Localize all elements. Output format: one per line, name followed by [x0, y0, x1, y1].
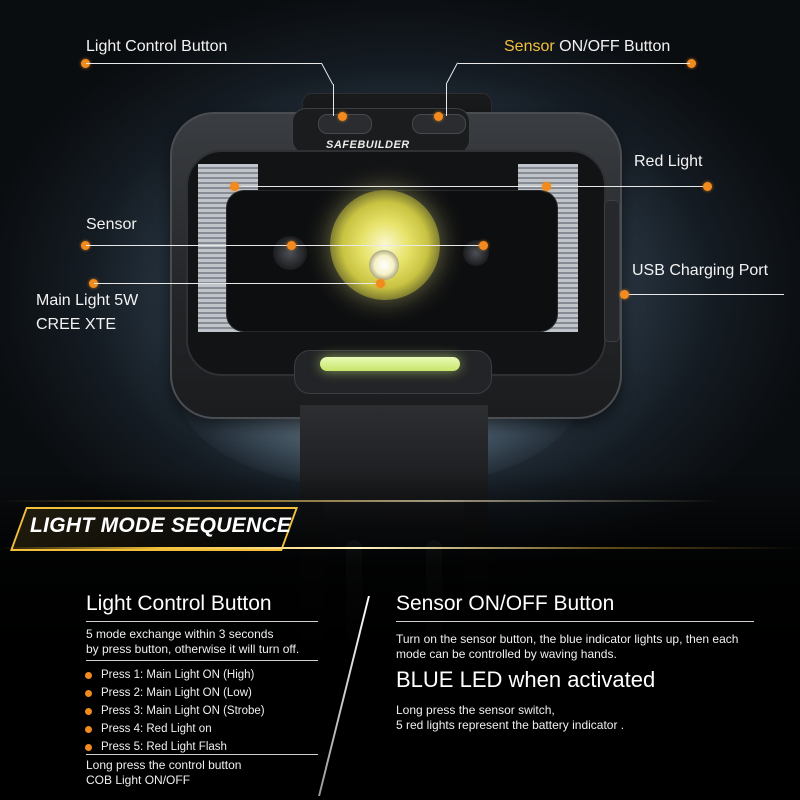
- press-sequence-list: Press 1: Main Light ON (High) Press 2: M…: [84, 666, 265, 756]
- bullet-icon: [85, 726, 92, 733]
- callout-red-light: Red Light: [634, 153, 703, 170]
- left-panel-long-press-line2: COB Light ON/OFF: [86, 773, 191, 787]
- press-label: Press 3: Main Light ON (Strobe): [101, 705, 265, 717]
- callout-dot: [434, 112, 443, 121]
- callout-dot: [687, 59, 696, 68]
- callout-line: [624, 294, 784, 295]
- callout-line: [86, 63, 322, 64]
- list-item: Press 1: Main Light ON (High): [84, 666, 265, 684]
- right-panel-underline: [396, 621, 754, 622]
- callout-dot: [287, 241, 296, 250]
- right-panel-desc-line2: mode can be controlled by waving hands.: [396, 647, 617, 661]
- cree-led: [369, 250, 399, 280]
- press-label: Press 1: Main Light ON (High): [101, 669, 255, 681]
- callout-dot: [542, 182, 551, 191]
- callout-dot: [338, 112, 347, 121]
- callout-highlight: Sensor: [504, 38, 555, 55]
- banner-glow-top: [0, 500, 800, 502]
- callout-line: [94, 283, 378, 284]
- blue-led-heading: BLUE LED when activated: [396, 667, 656, 692]
- callout-line: [458, 63, 690, 64]
- bullet-icon: [85, 690, 92, 697]
- banner-glow-bottom: [0, 547, 800, 549]
- callout-dot: [703, 182, 712, 191]
- callout-line: [333, 84, 334, 116]
- bullet-icon: [85, 708, 92, 715]
- callout-dot: [81, 59, 90, 68]
- press-label: Press 2: Main Light ON (Low): [101, 687, 252, 699]
- callout-dot: [620, 290, 629, 299]
- callout-line: [234, 186, 706, 187]
- left-panel-desc-line2: by press button, otherwise it will turn …: [86, 642, 300, 656]
- press-label: Press 4: Red Light on: [101, 723, 212, 735]
- list-item: Press 2: Main Light ON (Low): [84, 684, 265, 702]
- callout-main-light-line1: Main Light 5W: [36, 292, 139, 309]
- right-panel-title: Sensor ON/OFF Button: [396, 592, 615, 615]
- right-panel-long-press-line1: Long press the sensor switch,: [396, 703, 555, 717]
- callout-dot: [89, 279, 98, 288]
- bullet-icon: [85, 744, 92, 751]
- left-panel-title: Light Control Button: [86, 592, 272, 615]
- callout-dot: [376, 279, 385, 288]
- left-panel-divider: [86, 660, 318, 661]
- banner-title: LIGHT MODE SEQUENCE: [30, 514, 292, 537]
- cob-light: [320, 357, 460, 371]
- callout-usb-charging-port: USB Charging Port: [632, 262, 769, 279]
- callout-line: [445, 62, 458, 85]
- left-panel-divider: [86, 754, 318, 755]
- usb-charging-port[interactable]: [604, 200, 620, 342]
- callout-main-light-line2: CREE XTE: [36, 316, 117, 333]
- callout-line: [321, 63, 334, 85]
- list-item: Press 5: Red Light Flash: [84, 738, 265, 756]
- bullet-icon: [85, 672, 92, 679]
- callout-rest: ON/OFF Button: [554, 38, 671, 55]
- callout-dot: [230, 182, 239, 191]
- callout-light-control-button: Light Control Button: [86, 38, 228, 55]
- left-panel-desc-line1: 5 mode exchange within 3 seconds: [86, 627, 274, 641]
- callout-dot: [479, 241, 488, 250]
- list-item: Press 3: Main Light ON (Strobe): [84, 702, 265, 720]
- callout-sensor-on-off-button: Sensor ON/OFF Button: [504, 38, 670, 56]
- right-panel-long-press-line2: 5 red lights represent the battery indic…: [396, 718, 625, 732]
- callout-line: [446, 84, 447, 116]
- callout-line: [86, 245, 482, 246]
- bottom-fade: [0, 470, 800, 800]
- press-label: Press 5: Red Light Flash: [101, 741, 227, 753]
- list-item: Press 4: Red Light on: [84, 720, 265, 738]
- callout-dot: [81, 241, 90, 250]
- left-panel-long-press-line1: Long press the control button: [86, 758, 242, 772]
- left-panel-underline: [86, 621, 318, 622]
- brand-logo: SAFEBUILDER: [326, 139, 410, 151]
- right-panel-desc-line1: Turn on the sensor button, the blue indi…: [396, 632, 739, 646]
- callout-sensor: Sensor: [86, 216, 137, 233]
